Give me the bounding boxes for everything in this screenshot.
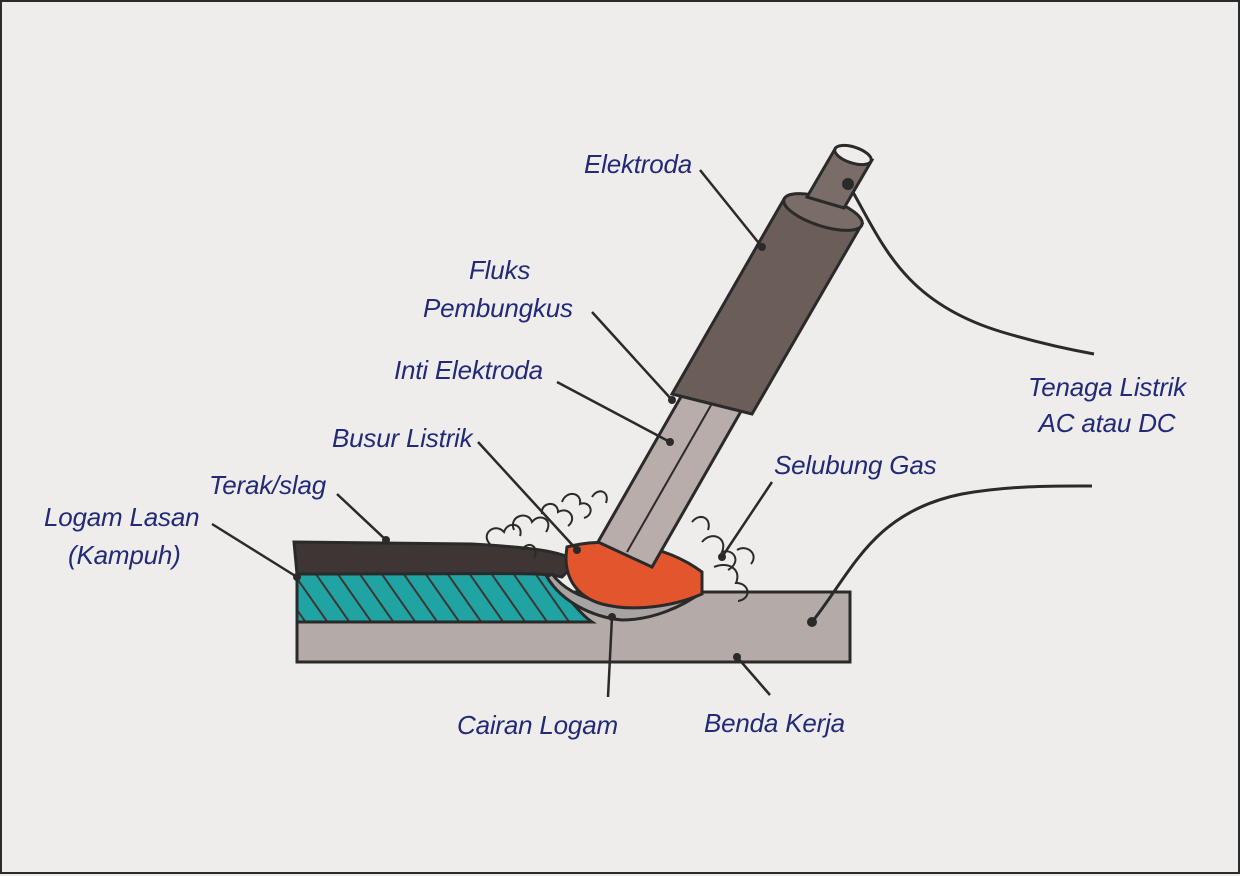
label-tenaga-line1: Tenaga Listrik — [1027, 372, 1187, 402]
leader-lines — [211, 169, 774, 698]
label-benda-kerja: Benda Kerja — [704, 708, 845, 738]
power-cable — [848, 186, 1095, 356]
label-elektroda: Elektroda — [584, 149, 693, 179]
label-selubung-gas: Selubung Gas — [774, 450, 937, 480]
label-logam-lasan-line1: Logam Lasan — [44, 502, 200, 532]
label-tenaga-line2: AC atau DC — [1038, 408, 1176, 438]
slag-layer — [292, 540, 580, 579]
label-terak: Terak/slag — [209, 470, 326, 500]
label-inti-elektroda: Inti Elektroda — [394, 355, 543, 385]
ground-cable — [810, 484, 1093, 623]
label-cairan-logam: Cairan Logam — [457, 710, 618, 740]
label-busur-listrik: Busur Listrik — [332, 423, 473, 453]
label-logam-lasan-line2: (Kampuh) — [68, 540, 181, 570]
electrode-coating — [669, 197, 865, 416]
gas-shield — [485, 490, 755, 602]
label-fluks-line2: Pembungkus — [423, 293, 573, 323]
label-fluks-line1: Fluks — [469, 255, 531, 285]
